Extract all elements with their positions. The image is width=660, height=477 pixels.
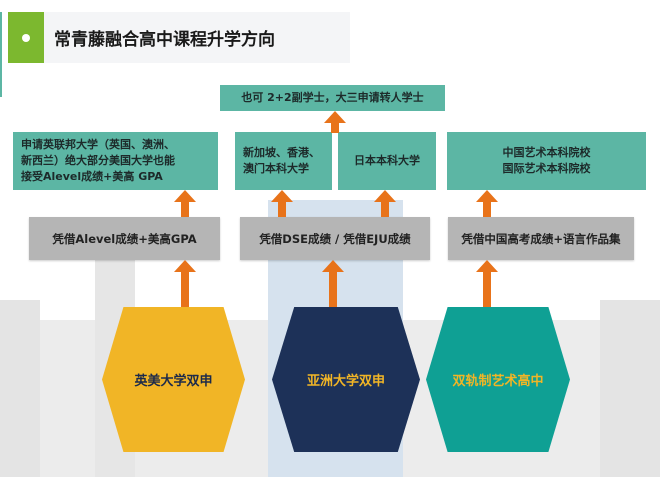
arrow-up-icon [324, 111, 346, 133]
program-label: 双轨制艺术高中 [452, 374, 544, 389]
program-asia: 亚洲大学双申 [272, 307, 420, 452]
outcome-line: 申请英联邦大学（英国、澳洲、 [21, 138, 175, 151]
arrow-up-icon [271, 190, 293, 217]
outcome-line: 国际艺术本科院校 [502, 162, 591, 175]
arrow-up-icon [174, 190, 196, 217]
arrow-up-icon [374, 190, 396, 217]
program-uk-us: 英美大学双申 [102, 307, 245, 452]
outcome-line: 澳门本科大学 [243, 162, 309, 175]
program-label: 英美大学双申 [134, 374, 213, 389]
outcome-line: 日本本科大学 [354, 154, 420, 167]
outcome-line: 新加坡、香港、 [243, 146, 320, 159]
outcome-line: 接受Alevel成绩+美高 GPA [21, 170, 163, 183]
arrow-up-icon [476, 190, 498, 217]
program-label: 亚洲大学双申 [306, 374, 385, 389]
outcome-box-commonwealth: 申请英联邦大学（英国、澳洲、 新西兰）绝大部分美国大学也能 接受Alevel成绩… [13, 132, 218, 190]
header-bar [44, 12, 350, 63]
program-art: 双轨制艺术高中 [426, 307, 570, 452]
arrow-up-icon [174, 260, 196, 330]
bullet-icon [22, 34, 30, 42]
page-title: 常青藤融合高中课程升学方向 [54, 30, 275, 50]
arrow-up-icon [476, 260, 498, 330]
outcome-line: 中国艺术本科院校 [502, 146, 591, 159]
requirement-box-gaokao: 凭借中国高考成绩+语言作品集 [448, 217, 634, 260]
outcome-line: 新西兰）绝大部分美国大学也能 [21, 154, 175, 167]
header-accent-line [0, 12, 2, 97]
requirement-box-alevel: 凭借Alevel成绩+美高GPA [29, 217, 220, 260]
requirement-box-dse-eju: 凭借DSE成绩 / 凭借EJU成绩 [240, 217, 430, 260]
top-outcome-box: 也可 2+2副学士，大三申请转人学士 [220, 85, 445, 111]
building [0, 300, 40, 477]
outcome-box-art: 中国艺术本科院校 国际艺术本科院校 [447, 132, 646, 190]
outcome-box-japan: 日本本科大学 [338, 132, 436, 190]
arrow-up-icon [322, 260, 344, 330]
building [600, 300, 660, 477]
outcome-box-sg-hk-macau: 新加坡、香港、 澳门本科大学 [235, 132, 332, 190]
